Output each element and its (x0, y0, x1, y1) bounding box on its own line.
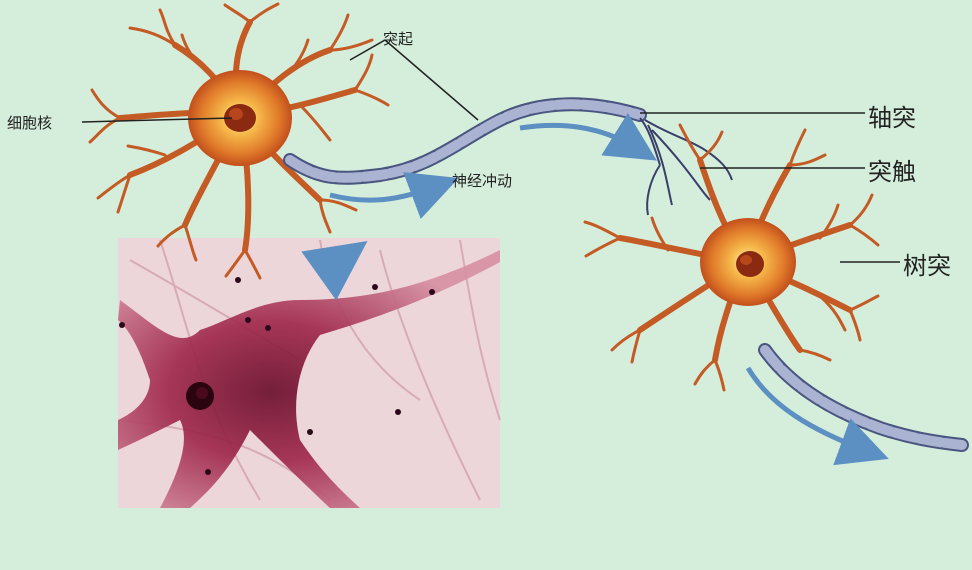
micrograph-cell-body (118, 250, 500, 508)
impulse-arrow-small (301, 241, 368, 301)
lower-neuron-nucleus (736, 251, 764, 277)
impulse-arrow-graphic-2 (519, 112, 657, 161)
nucleus-label: 细胞核 (7, 114, 53, 132)
stained-neuron-micrograph (118, 238, 501, 508)
synapse-label: 突触 (868, 158, 916, 186)
axon-label: 轴突 (868, 104, 916, 132)
impulse-arrow-graphic (329, 172, 459, 219)
axon-terminals (639, 117, 733, 216)
axon-myelin-graphic (283, 97, 647, 185)
lower-axon-myelin (758, 343, 969, 452)
process-label: 突起 (383, 30, 414, 48)
impulse-arrow-graphic-3 (745, 366, 889, 466)
dendrite-label: 树突 (903, 252, 951, 280)
leader-lines (81, 39, 900, 263)
impulse-label: 神经冲动 (452, 172, 513, 190)
